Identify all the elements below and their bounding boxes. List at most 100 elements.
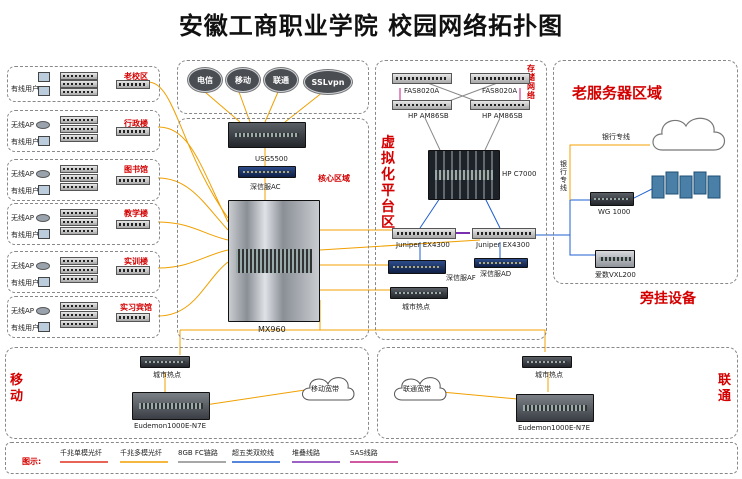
access-switch [60,266,98,274]
legend-title: 图示: [22,457,42,466]
city-hotspot-label: 城市热点 [402,303,430,311]
core-zone-label: 核心区域 [318,174,350,183]
link-hotspot-eudemon [164,372,549,392]
access-switch [60,174,98,182]
access-switch [60,320,98,328]
vxl200-label: 爱数VXL200 [595,271,636,279]
hp-c7000-blade [428,150,500,200]
unicom-hotspot-device [522,356,572,368]
branch-row-label: 有线用户 [11,85,39,93]
unicom-zone-label: 联通 [718,373,732,404]
sangfor-ad-device [474,258,528,268]
link-mx-ex [319,229,481,251]
branch-name: 图书馆 [124,165,148,174]
juniper-ex4300-2 [472,228,536,239]
pc-icon [38,229,50,239]
fas8020a-storage-1 [392,73,452,84]
wireless-ap-icon [36,170,50,178]
link-c7000-ex [419,197,501,229]
bank-cloud-icon [652,117,726,151]
wireless-ap-icon [36,307,50,315]
wg1000-device [590,192,634,206]
ex-label-1: Juniper EX4300 [396,241,450,249]
old-server-zone [553,60,738,284]
access-switch [60,311,98,319]
link-ex-vxl [569,235,595,256]
branch-jiaoxue [7,203,160,245]
link-mx-bypass [320,264,395,291]
isp-cloud-yidong: 移动 [226,68,260,92]
virtual-zone [375,60,547,340]
aggregation-switch [116,176,150,185]
wireless-ap-icon [36,262,50,270]
link-fc-c7000 [424,117,501,151]
af-label: 深信服AF [446,274,476,282]
branch-laoxiaoqu [7,66,160,102]
mobile-broadband-cloud-icon [302,377,355,401]
access-switch [60,80,98,88]
pc-icon [38,277,50,287]
link-bank-line [569,144,650,200]
sangfor-af-device [388,260,446,274]
isp-zone [177,60,369,114]
hp-label-1: HP AM86SB [408,112,449,120]
access-switch [60,227,98,235]
branch-row-label: 无线AP [11,307,35,315]
branch-tushuguan [7,159,160,201]
link-jiaoxue-core [157,221,229,241]
wireless-ap-icon [36,214,50,222]
isp-cloud-dianxin: 电信 [188,68,222,92]
legend-label: 堆叠线路 [292,449,320,457]
legend-label: 8GB FC链路 [178,449,218,457]
pc-icon [38,185,50,195]
branch-name: 实训楼 [124,257,148,266]
city-hotspot-device [390,287,448,299]
pc-icon [38,72,50,82]
access-switch [60,72,98,80]
isp-cloud-sslvpn: SSLvpn [304,70,352,94]
fas-label-1: FAS8020A [404,87,440,95]
link-isp-usg [204,91,324,123]
sangfor-ac-device [238,166,296,178]
branch-row-label: 有线用户 [11,231,39,239]
ad-label: 深信服AD [480,270,512,278]
legend-label: SAS线路 [350,449,378,457]
access-switch [60,134,98,142]
virtual-zone-label: 虚拟化平台区 [381,135,395,231]
link-shixun-core [157,249,229,269]
fas-label-2: FAS8020A [482,87,518,95]
access-switch [60,88,98,96]
juniper-ex4300-1 [392,228,456,239]
branch-row-label: 有线用户 [11,187,39,195]
isp-cloud-liantong: 联通 [264,68,298,92]
access-switch [60,116,98,124]
vxl200-device [595,250,635,268]
aggregation-switch [116,313,150,322]
legend [5,442,738,474]
branch-shixun [7,251,160,293]
storage-zone-label: 存储网络 [527,64,535,100]
branch-row-label: 有线用户 [11,138,39,146]
bank-line-vertical-label: 银行专线 [560,160,567,192]
mobile-zone [5,347,369,439]
branch-xingzheng [7,110,160,152]
link-xingzheng-core [157,126,229,223]
core-zone [177,118,369,340]
pc-icon [38,86,50,96]
branch-name: 教学楼 [124,209,148,218]
legend-label: 千兆单模光纤 [60,449,102,457]
link-shixi-core [157,261,229,317]
legend-label: 千兆多模光纤 [120,449,162,457]
branch-row-label: 无线AP [11,262,35,270]
aggregation-switch [116,127,150,136]
access-switch [60,183,98,191]
aggregation-switch [116,80,150,89]
mobile-hotspot-label: 城市热点 [153,371,181,379]
old-server-zone-label: 老服务器区域 [572,84,663,102]
wg1000-label: WG 1000 [598,208,631,216]
ex-label-2: Juniper EX4300 [476,241,530,249]
fas8020a-storage-2 [470,73,530,84]
branch-row-label: 有线用户 [11,324,39,332]
